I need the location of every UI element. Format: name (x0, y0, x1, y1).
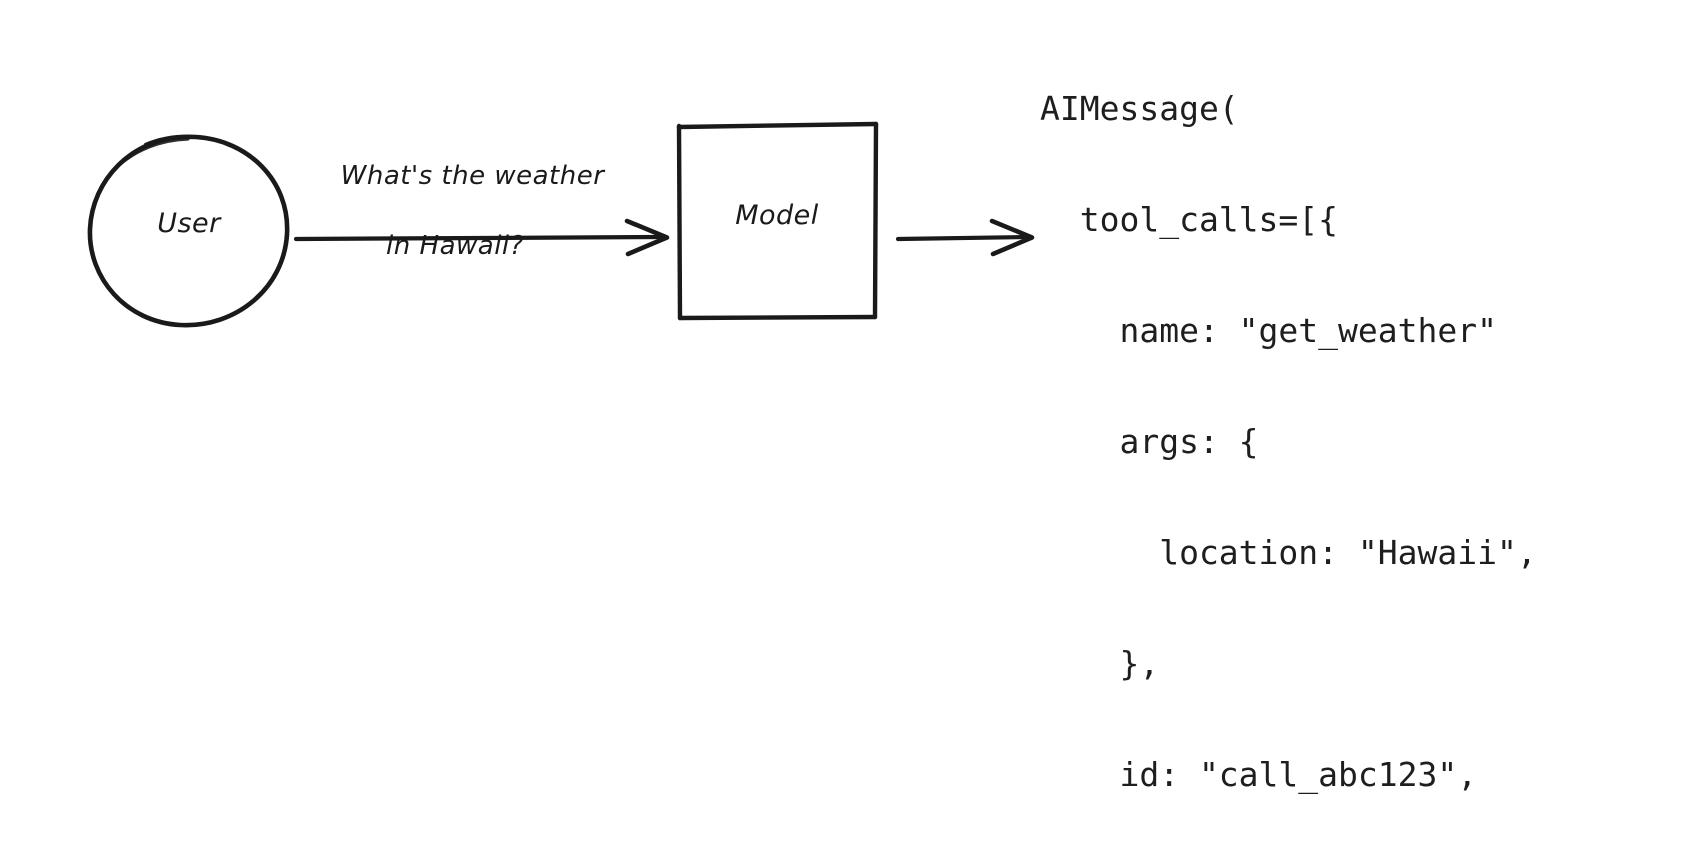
model-node-label: Model (735, 200, 819, 231)
edge-label-line-1: What's the weather (340, 161, 605, 191)
arrow-model-to-output (895, 218, 1035, 257)
code-line-4: location: "Hawaii", (1040, 533, 1537, 572)
ai-message-code-block: AIMessage( tool_calls=[{ name: "get_weat… (1040, 16, 1537, 864)
code-line-3: args: { (1040, 422, 1259, 461)
code-line-2: name: "get_weather" (1040, 311, 1497, 350)
code-line-5: }, (1040, 644, 1160, 683)
arrow-user-to-model (293, 218, 670, 257)
user-node-label: User (157, 208, 221, 239)
edge-label-line-2: in Hawaii? (386, 231, 524, 261)
user-node-circle (87, 134, 290, 328)
model-node-box (676, 121, 879, 321)
code-line-0: AIMessage( (1040, 89, 1239, 128)
code-line-6: id: "call_abc123", (1040, 755, 1478, 794)
diagram-sketch-layer (87, 121, 1035, 328)
code-line-1: tool_calls=[{ (1040, 200, 1339, 239)
edge-label-user-to-model: What's the weather in Hawaii? (285, 124, 625, 334)
diagram-canvas: User Model What's the weather in Hawaii?… (87, 90, 1537, 793)
